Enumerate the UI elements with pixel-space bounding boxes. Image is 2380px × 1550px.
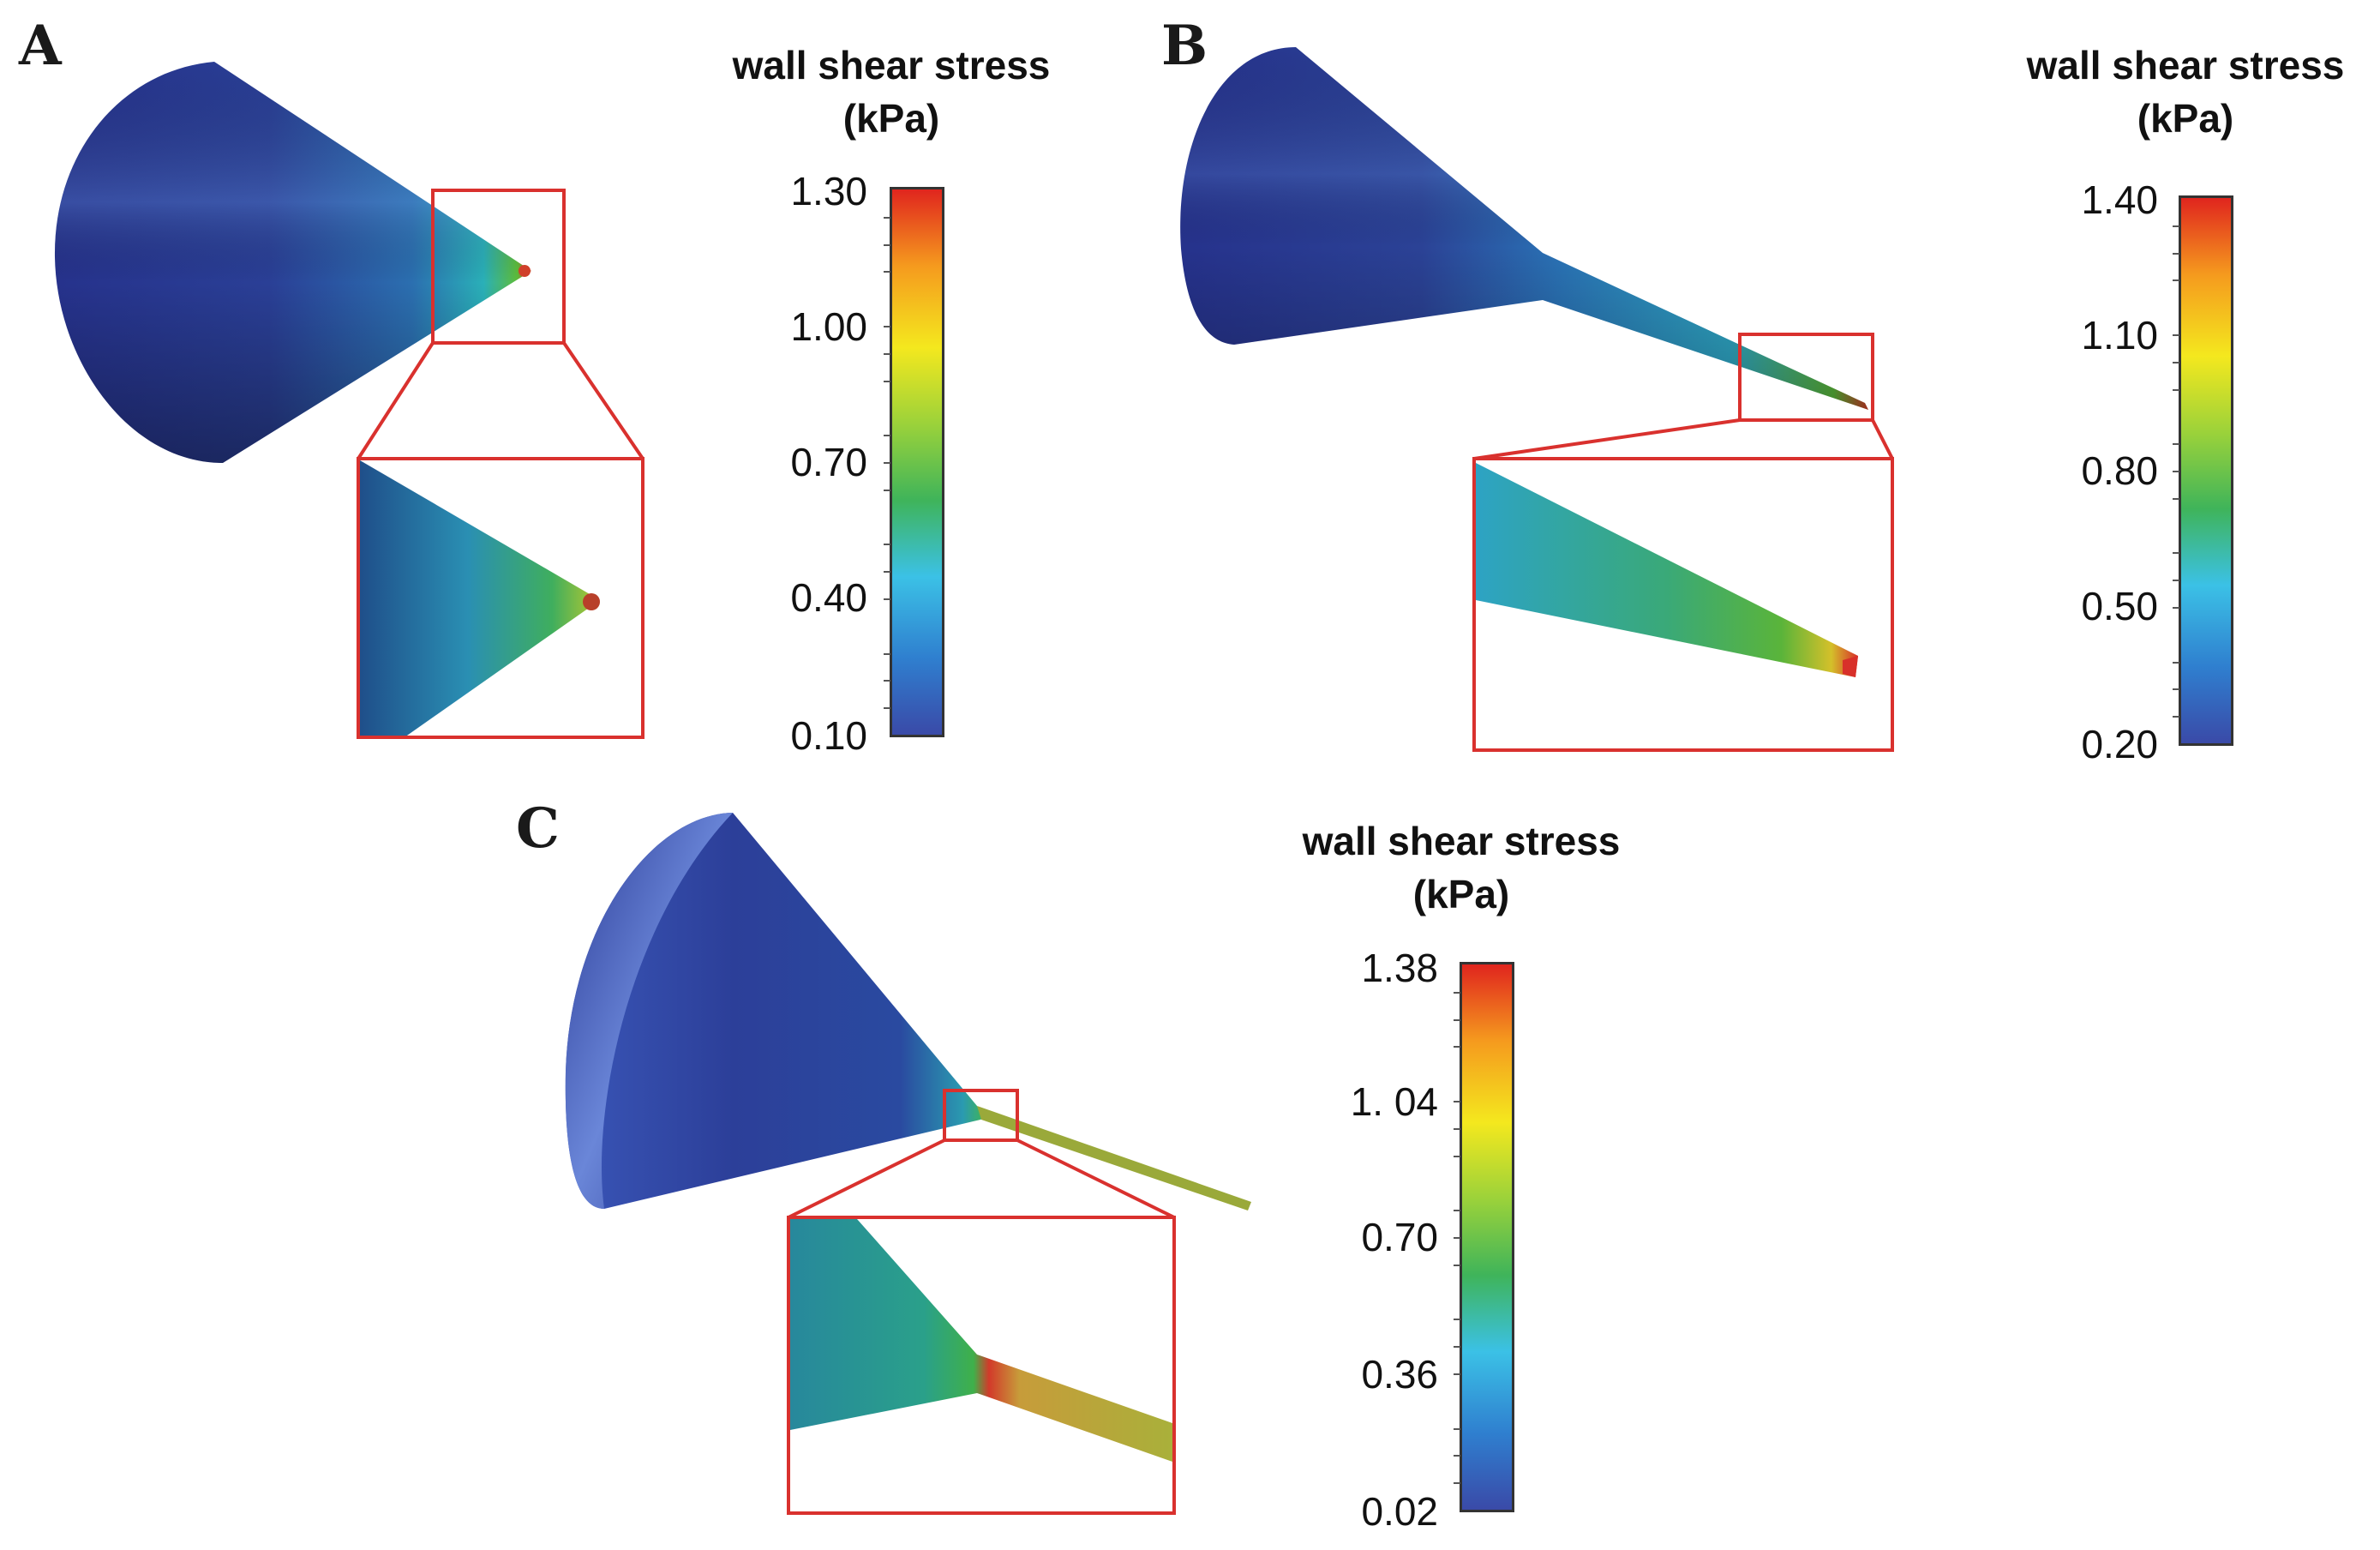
colorbar-minor-tick — [884, 571, 890, 574]
colorbar-minor-tick — [2173, 661, 2179, 664]
panel-b-label: B — [1161, 14, 1208, 78]
colorbar-minor-tick — [884, 326, 890, 327]
colorbar-minor-tick — [2173, 443, 2179, 446]
panel-a-colorbar — [884, 187, 944, 737]
colorbar-minor-tick — [884, 462, 890, 464]
panel-b-tick: 0.80 — [2081, 448, 2158, 493]
colorbar-minor-tick — [1454, 991, 1460, 994]
panel-a-tick: 1.30 — [790, 169, 867, 213]
colorbar-minor-tick — [884, 598, 890, 600]
colorbar-minor-tick — [1454, 1210, 1460, 1212]
colorbar-minor-tick — [884, 489, 890, 491]
panel-a-legend-title-line2: (kPa) — [842, 96, 940, 141]
panel-b-tick: 1.10 — [2081, 313, 2158, 357]
colorbar-minor-tick — [2173, 225, 2179, 227]
colorbar-minor-tick — [884, 380, 890, 382]
colorbar-minor-tick — [1454, 1455, 1460, 1457]
panel-c-model — [565, 813, 1251, 1515]
colorbar-minor-tick — [2173, 607, 2179, 609]
panel-c-rim — [565, 813, 733, 1209]
colorbar-minor-tick — [1454, 1127, 1460, 1130]
colorbar-minor-tick — [1454, 1482, 1460, 1485]
panel-c-tick: 1.38 — [1361, 946, 1438, 990]
panel-c-zoom-inset — [787, 1216, 1176, 1515]
colorbar-minor-tick — [884, 243, 890, 246]
colorbar-minor-tick — [884, 652, 890, 655]
panel-a-zoom-inset — [357, 457, 644, 739]
colorbar-minor-tick — [1454, 1018, 1460, 1021]
panel-a-tick: 0.10 — [790, 713, 867, 758]
panel-b-tick: 0.50 — [2081, 584, 2158, 628]
panel-b-highlight-box — [1738, 333, 1874, 422]
panel-a-model — [54, 62, 644, 739]
panel-c-tick: 0.36 — [1361, 1352, 1438, 1397]
panel-b-zoom-inset — [1472, 457, 1894, 752]
panel-b-tick: 0.20 — [2081, 722, 2158, 766]
panel-b-model — [1180, 47, 1894, 752]
colorbar-minor-tick — [1454, 1046, 1460, 1048]
panel-a-legend-title-line1: wall shear stress — [732, 43, 1051, 87]
panel-c-tick: 1. 04 — [1350, 1079, 1438, 1124]
panel-c-label: C — [516, 796, 560, 861]
panel-c-tick: 0.70 — [1361, 1215, 1438, 1259]
colorbar-minor-tick — [1454, 1101, 1460, 1102]
panel-a-label: A — [19, 14, 62, 78]
colorbar-minor-tick — [1454, 1155, 1460, 1157]
colorbar-minor-tick — [2173, 688, 2179, 691]
colorbar-minor-tick — [2173, 552, 2179, 555]
panel-c-tube — [977, 1106, 1251, 1211]
panel-b-legend-title-line1: wall shear stress — [2026, 43, 2345, 87]
colorbar-minor-tick — [1454, 1264, 1460, 1266]
colorbar-minor-tick — [884, 352, 890, 355]
panel-c-colorbar — [1454, 962, 1514, 1512]
colorbar-minor-tick — [2173, 361, 2179, 363]
panel-c-cone — [565, 813, 984, 1209]
panel-c-legend-title: wall shear stress (kPa) — [1264, 814, 1658, 921]
colorbar-minor-tick — [2173, 252, 2179, 255]
panel-c-highlight-box — [943, 1089, 1019, 1142]
panel-a-tick: 1.00 — [790, 304, 867, 349]
panel-c-tick: 0.02 — [1361, 1489, 1438, 1534]
colorbar-minor-tick — [884, 435, 890, 437]
colorbar-minor-tick — [2173, 471, 2179, 472]
panel-a-tick: 0.40 — [790, 575, 867, 620]
colorbar-minor-tick — [1454, 1427, 1460, 1430]
colorbar-minor-tick — [2173, 279, 2179, 282]
colorbar-minor-tick — [1454, 1373, 1460, 1375]
colorbar-minor-tick — [884, 680, 890, 682]
colorbar-minor-tick — [1454, 1346, 1460, 1349]
colorbar-minor-tick — [884, 271, 890, 273]
panel-c-legend-title-line2: (kPa) — [1412, 872, 1510, 916]
colorbar-minor-tick — [2173, 334, 2179, 336]
colorbar-minor-tick — [1454, 1237, 1460, 1239]
panel-b-tick: 1.40 — [2081, 177, 2158, 222]
panel-b-legend-title: wall shear stress (kPa) — [1988, 39, 2380, 145]
panel-b-legend-title-line2: (kPa) — [2137, 96, 2234, 141]
panel-a-highlight-box — [431, 189, 566, 345]
panel-c-legend-title-line1: wall shear stress — [1302, 819, 1621, 863]
colorbar-minor-tick — [1454, 1319, 1460, 1321]
panel-a-legend-title: wall shear stress (kPa) — [694, 39, 1088, 145]
panel-a-tick: 0.70 — [790, 440, 867, 484]
colorbar-minor-tick — [884, 707, 890, 710]
colorbar-minor-tick — [2173, 497, 2179, 500]
colorbar-minor-tick — [884, 544, 890, 546]
colorbar-minor-tick — [2173, 716, 2179, 718]
panel-b-colorbar — [2173, 195, 2233, 746]
colorbar-minor-tick — [2173, 388, 2179, 391]
colorbar-minor-tick — [884, 216, 890, 219]
colorbar-minor-tick — [2173, 580, 2179, 582]
panel-a-tip — [519, 265, 531, 277]
